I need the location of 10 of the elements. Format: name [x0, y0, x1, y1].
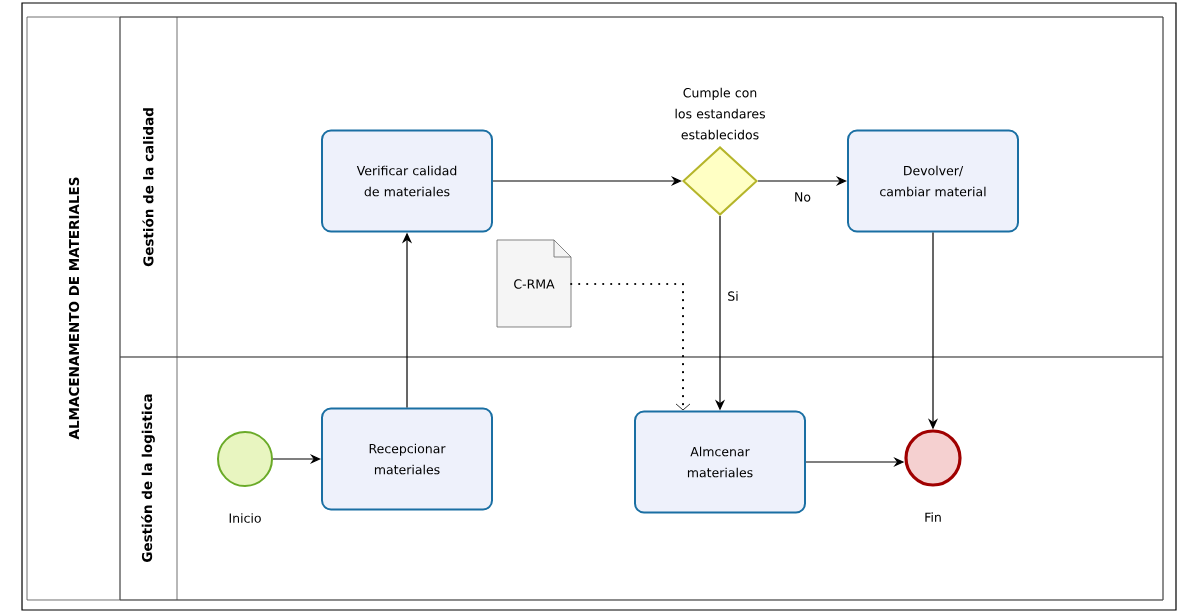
task-box: Devolver/ cambiar material — [847, 129, 1019, 233]
arrow — [570, 282, 691, 411]
node-label: Fin — [925, 512, 941, 522]
task-box: Recepcionar materiales — [321, 407, 493, 511]
edge-label: No — [793, 191, 812, 203]
task-box: Verificar calidad de materiales — [321, 129, 493, 233]
node-label: Inicio — [229, 513, 261, 523]
edge-label: Si — [726, 290, 740, 302]
node-label: Cumple con los estandares establecidos — [675, 87, 765, 140]
task-box: Almcenar materiales — [634, 410, 806, 514]
